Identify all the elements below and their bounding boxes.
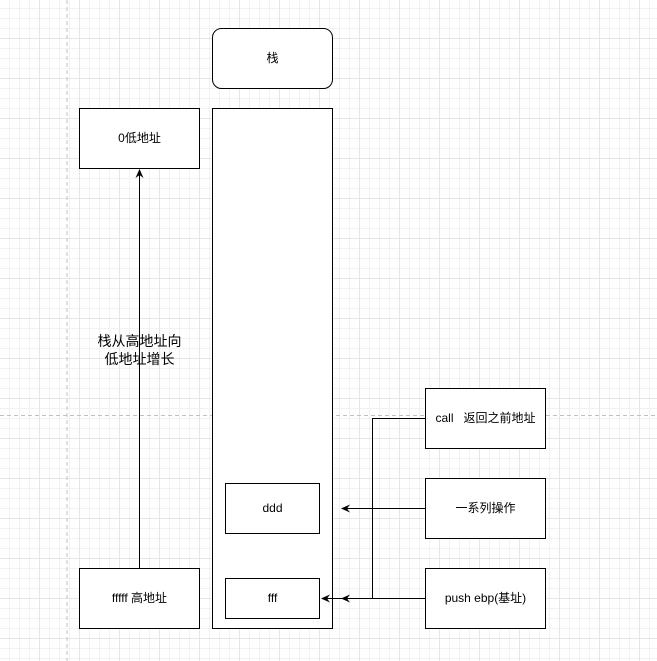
stack-column[interactable] <box>212 108 333 629</box>
ops-box[interactable]: 一系列操作 <box>425 478 546 539</box>
stack-slot-ddd[interactable]: ddd <box>225 483 320 534</box>
push-box[interactable]: push ebp(基址) <box>425 568 546 629</box>
stack-title-label: 栈 <box>266 50 278 65</box>
slot-fff-label: fff <box>268 591 278 605</box>
growth-label-line1: 栈从高地址向 <box>98 333 182 349</box>
low-address-box[interactable]: 0低地址 <box>79 108 200 169</box>
stack-slot-fff[interactable]: fff <box>225 578 320 619</box>
push-box-label: push ebp(基址) <box>445 591 526 605</box>
low-address-label: 0低地址 <box>118 131 161 145</box>
slot-ddd-label: ddd <box>262 501 282 515</box>
high-address-label: fffff 高地址 <box>112 590 167 605</box>
call-box[interactable]: call 返回之前地址 <box>425 388 546 449</box>
call-box-label: call 返回之前地址 <box>435 410 535 425</box>
stack-title-box[interactable]: 栈 <box>212 28 333 89</box>
high-address-box[interactable]: fffff 高地址 <box>79 568 200 629</box>
ops-box-label: 一系列操作 <box>455 500 515 515</box>
growth-label-line2: 低地址增长 <box>105 351 175 367</box>
